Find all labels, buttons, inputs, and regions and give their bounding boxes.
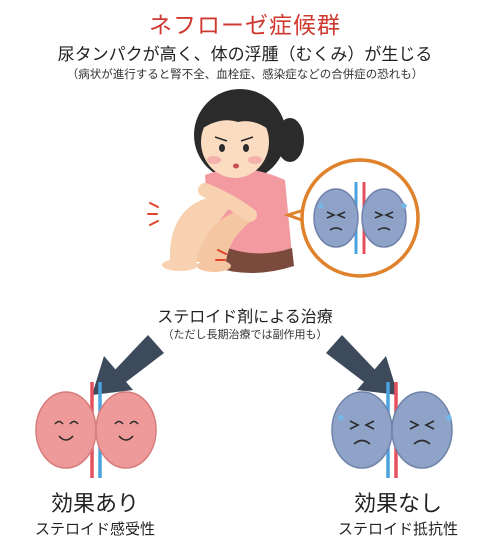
outcome-effective-label: 効果あり bbox=[50, 492, 139, 517]
treatment-label: ステロイド剤による治療 bbox=[157, 307, 333, 326]
sick-kidneys-icon bbox=[331, 382, 453, 478]
diagram-subtitle: 尿タンパクが高く、体の浮腫（むくみ）が生じる bbox=[57, 45, 433, 65]
outcome-ineffective-sublabel: ステロイド抵抗性 bbox=[337, 520, 458, 538]
outcome-effective-sublabel: ステロイド感受性 bbox=[34, 520, 155, 538]
kidney-thought-bubble bbox=[283, 158, 420, 278]
treatment-note: （ただし長期治療では副作用も） bbox=[162, 328, 328, 341]
healthy-kidneys-icon bbox=[35, 382, 157, 478]
branch-arrows bbox=[92, 335, 398, 395]
girl-illustration bbox=[147, 89, 304, 273]
diagram-title: ネフローゼ症候群 bbox=[149, 13, 341, 39]
complication-note: （病状が進行すると腎不全、血栓症、感染症などの合併症の恐れも） bbox=[66, 67, 424, 81]
outcome-ineffective-label: 効果なし bbox=[353, 492, 442, 517]
sick-kidneys-small-icon bbox=[313, 182, 407, 254]
arrow-left-icon bbox=[92, 335, 164, 395]
